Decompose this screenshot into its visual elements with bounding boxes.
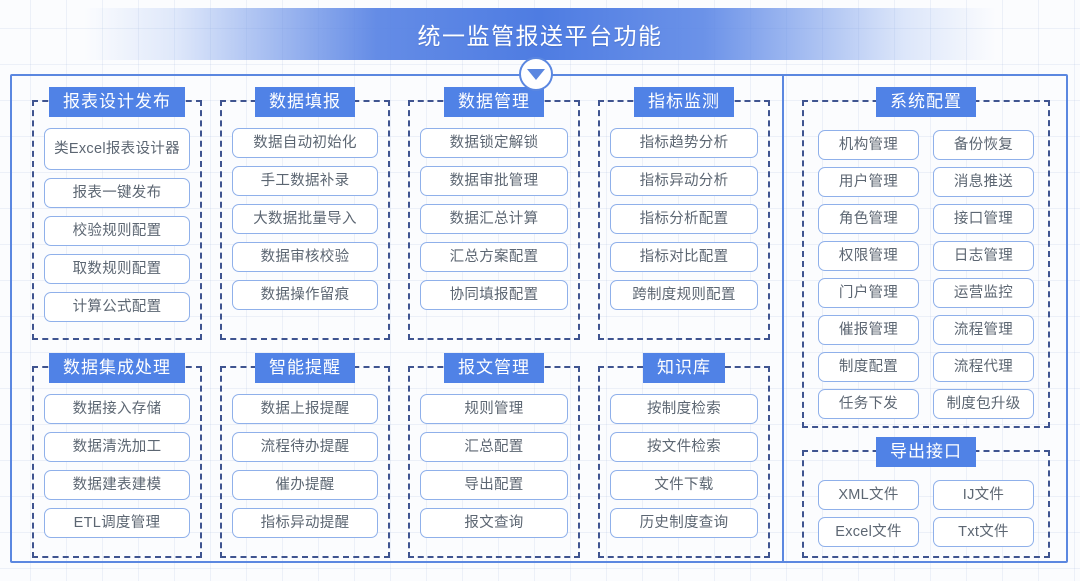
panel-title: 知识库 <box>643 353 725 383</box>
panel-items: 数据自动初始化手工数据补录大数据批量导入数据审核校验数据操作留痕 <box>222 102 388 338</box>
feature-item[interactable]: 指标分析配置 <box>610 204 758 234</box>
feature-item[interactable]: 门户管理 <box>818 278 919 308</box>
feature-item[interactable]: 跨制度规则配置 <box>610 280 758 310</box>
feature-item[interactable]: 汇总配置 <box>420 432 568 462</box>
feature-item[interactable]: 制度配置 <box>818 352 919 382</box>
feature-item[interactable]: 机构管理 <box>818 130 919 160</box>
feature-item[interactable]: 取数规则配置 <box>44 254 190 284</box>
feature-item[interactable]: 催办提醒 <box>232 470 378 500</box>
panel-title: 报文管理 <box>444 353 544 383</box>
feature-item[interactable]: 权限管理 <box>818 241 919 271</box>
panel-title: 数据管理 <box>444 87 544 117</box>
panel-title: 导出接口 <box>876 437 976 467</box>
panel-title: 报表设计发布 <box>49 87 185 117</box>
feature-item[interactable]: 任务下发 <box>818 389 919 419</box>
feature-item[interactable]: 接口管理 <box>933 204 1034 234</box>
feature-item[interactable]: 用户管理 <box>818 167 919 197</box>
feature-item[interactable]: 数据接入存储 <box>44 394 190 424</box>
feature-item[interactable]: 导出配置 <box>420 470 568 500</box>
feature-item[interactable]: 运营监控 <box>933 278 1034 308</box>
panel-group: 知识库按制度检索按文件检索文件下载历史制度查询 <box>598 353 770 558</box>
feature-item[interactable]: IJ文件 <box>933 480 1034 510</box>
panel-group: 指标监测指标趋势分析指标异动分析指标分析配置指标对比配置跨制度规则配置 <box>598 87 770 340</box>
page-header-banner: 统一监管报送平台功能 <box>84 8 996 60</box>
feature-item[interactable]: 指标对比配置 <box>610 242 758 272</box>
panel-items: 按制度检索按文件检索文件下载历史制度查询 <box>600 368 768 556</box>
vertical-divider <box>782 76 784 561</box>
feature-item[interactable]: 日志管理 <box>933 241 1034 271</box>
feature-item[interactable]: 报文查询 <box>420 508 568 538</box>
panel-group: 数据管理数据锁定解锁数据审批管理数据汇总计算汇总方案配置协同填报配置 <box>408 87 580 340</box>
feature-item[interactable]: 指标趋势分析 <box>610 128 758 158</box>
panel-items: 机构管理备份恢复用户管理消息推送角色管理接口管理权限管理日志管理门户管理运营监控… <box>804 102 1048 426</box>
feature-item[interactable]: 角色管理 <box>818 204 919 234</box>
feature-item[interactable]: 数据操作留痕 <box>232 280 378 310</box>
page-title: 统一监管报送平台功能 <box>417 23 663 49</box>
panel-group: 导出接口 XML文件 IJ文件 Excel文件 Txt文件 <box>802 437 1050 558</box>
feature-item[interactable]: 规则管理 <box>420 394 568 424</box>
panel-group: 系统配置机构管理备份恢复用户管理消息推送角色管理接口管理权限管理日志管理门户管理… <box>802 87 1050 428</box>
panel-group: 智能提醒数据上报提醒流程待办提醒催办提醒指标异动提醒 <box>220 353 390 558</box>
feature-item[interactable]: 手工数据补录 <box>232 166 378 196</box>
feature-item[interactable]: 文件下载 <box>610 470 758 500</box>
panel-items: 类Excel报表设计器报表一键发布校验规则配置取数规则配置计算公式配置 <box>34 102 200 338</box>
feature-item[interactable]: 数据审批管理 <box>420 166 568 196</box>
feature-item[interactable]: XML文件 <box>818 480 919 510</box>
panel-items: 数据接入存储数据清洗加工数据建表建模 ETL调度管理 <box>34 368 200 556</box>
feature-item[interactable]: 数据自动初始化 <box>232 128 378 158</box>
feature-item[interactable]: 催报管理 <box>818 315 919 345</box>
feature-item[interactable]: 数据上报提醒 <box>232 394 378 424</box>
feature-item[interactable]: 流程管理 <box>933 315 1034 345</box>
panel-title: 指标监测 <box>634 87 734 117</box>
feature-item[interactable]: 数据锁定解锁 <box>420 128 568 158</box>
feature-item[interactable]: 数据建表建模 <box>44 470 190 500</box>
feature-item[interactable]: 按制度检索 <box>610 394 758 424</box>
panel-group: 数据集成处理数据接入存储数据清洗加工数据建表建模 ETL调度管理 <box>32 353 202 558</box>
feature-item[interactable]: 备份恢复 <box>933 130 1034 160</box>
feature-item[interactable]: 报表一键发布 <box>44 178 190 208</box>
feature-item[interactable]: 类Excel报表设计器 <box>44 128 190 170</box>
feature-item[interactable]: ETL调度管理 <box>44 508 190 538</box>
feature-item[interactable]: 数据清洗加工 <box>44 432 190 462</box>
panel-group: 数据填报数据自动初始化手工数据补录大数据批量导入数据审核校验数据操作留痕 <box>220 87 390 340</box>
feature-item[interactable]: 制度包升级 <box>933 389 1034 419</box>
feature-item[interactable]: 指标异动分析 <box>610 166 758 196</box>
panel-items: 规则管理汇总配置导出配置报文查询 <box>410 368 578 556</box>
feature-item[interactable]: 协同填报配置 <box>420 280 568 310</box>
feature-item[interactable]: 数据审核校验 <box>232 242 378 272</box>
feature-item[interactable]: 指标异动提醒 <box>232 508 378 538</box>
panel-title: 数据集成处理 <box>49 353 185 383</box>
feature-item[interactable]: 流程待办提醒 <box>232 432 378 462</box>
feature-item[interactable]: 计算公式配置 <box>44 292 190 322</box>
panel-items: 数据锁定解锁数据审批管理数据汇总计算汇总方案配置协同填报配置 <box>410 102 578 338</box>
panel-title: 数据填报 <box>255 87 355 117</box>
diagram-container: 报表设计发布类Excel报表设计器报表一键发布校验规则配置取数规则配置计算公式配… <box>10 74 1068 563</box>
feature-item[interactable]: Excel文件 <box>818 517 919 547</box>
panel-items: XML文件 IJ文件 Excel文件 Txt文件 <box>804 452 1048 556</box>
panel-title: 系统配置 <box>876 87 976 117</box>
chevron-down-triangle <box>527 69 545 80</box>
feature-item[interactable]: 校验规则配置 <box>44 216 190 246</box>
feature-item[interactable]: 流程代理 <box>933 352 1034 382</box>
panel-group: 报表设计发布类Excel报表设计器报表一键发布校验规则配置取数规则配置计算公式配… <box>32 87 202 340</box>
chevron-down-icon <box>519 57 553 91</box>
feature-item[interactable]: 数据汇总计算 <box>420 204 568 234</box>
feature-item[interactable]: 大数据批量导入 <box>232 204 378 234</box>
panel-items: 指标趋势分析指标异动分析指标分析配置指标对比配置跨制度规则配置 <box>600 102 768 338</box>
feature-item[interactable]: 历史制度查询 <box>610 508 758 538</box>
feature-item[interactable]: 消息推送 <box>933 167 1034 197</box>
feature-item[interactable]: 按文件检索 <box>610 432 758 462</box>
feature-item[interactable]: 汇总方案配置 <box>420 242 568 272</box>
panel-group: 报文管理规则管理汇总配置导出配置报文查询 <box>408 353 580 558</box>
panel-items: 数据上报提醒流程待办提醒催办提醒指标异动提醒 <box>222 368 388 556</box>
panel-title: 智能提醒 <box>255 353 355 383</box>
feature-item[interactable]: Txt文件 <box>933 517 1034 547</box>
